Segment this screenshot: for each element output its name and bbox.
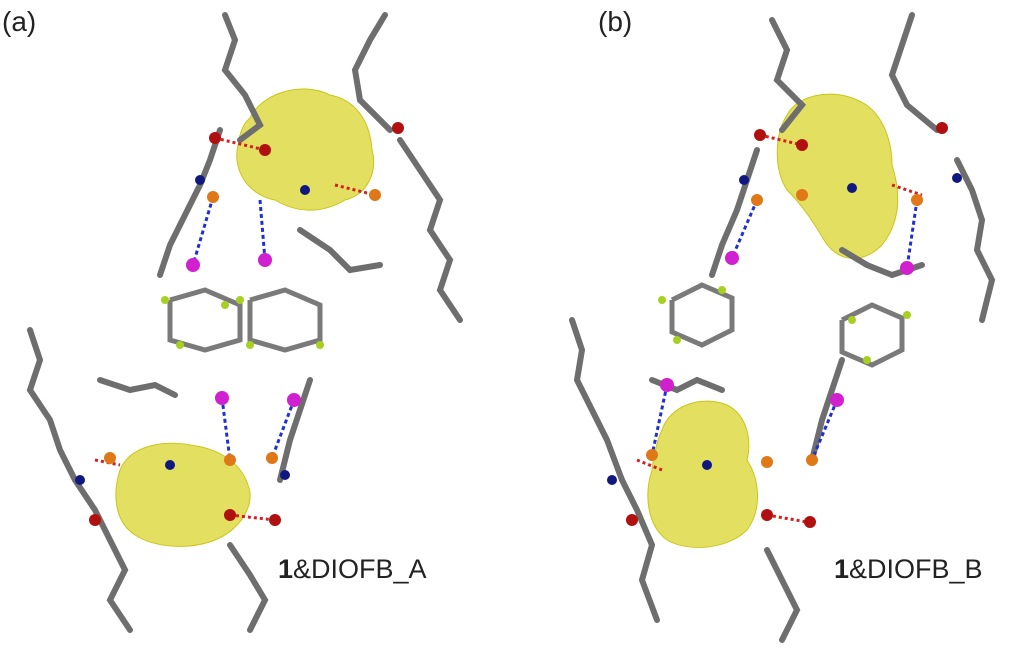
panel-b: (b) 1&DIOFB_B [512, 0, 1024, 660]
top-density-surface [776, 93, 899, 259]
atoms-a [75, 122, 404, 526]
caption-text: &DIOFB_A [293, 554, 427, 584]
panel-label-b: (b) [598, 6, 633, 37]
carbon-framework-b [569, 12, 996, 643]
molecular-structure-b [569, 12, 996, 643]
diofb-molecules-b [669, 282, 905, 368]
atoms-b [607, 122, 962, 528]
carbon-framework-a [26, 12, 463, 633]
halogen-bonds-b [650, 199, 919, 461]
caption-text: &DIOFB_B [849, 554, 983, 584]
compound-number: 1 [278, 554, 294, 584]
panel-label-a: (a) [2, 6, 37, 37]
diofb-molecules-a [167, 287, 323, 353]
molecular-structure-a [26, 12, 463, 633]
panel-caption-b: 1&DIOFB_B [834, 554, 983, 585]
compound-number: 1 [834, 554, 850, 584]
halogen-bonds-a [191, 196, 296, 461]
panel-a: (a) 1&DIOFB_A [2, 6, 463, 633]
bottom-density-surface [647, 400, 758, 548]
top-density-surface [236, 88, 375, 211]
panel-caption-a: 1&DIOFB_A [278, 554, 427, 585]
hydrogen-bonds-b [636, 133, 923, 524]
